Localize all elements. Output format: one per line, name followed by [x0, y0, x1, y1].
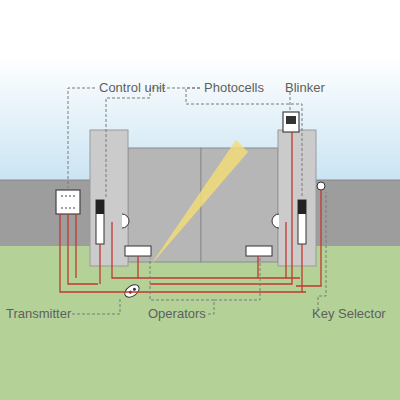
blinker-body — [283, 112, 299, 132]
hinge-arm — [122, 214, 129, 228]
photocell-body — [96, 200, 104, 244]
wire — [68, 214, 98, 284]
leader-line — [186, 88, 302, 198]
transmitter — [123, 282, 142, 299]
transmitter-button — [132, 287, 136, 291]
leader-line — [72, 298, 120, 314]
wire — [112, 222, 150, 278]
blinker-lamp — [286, 116, 296, 124]
leader-line — [214, 258, 260, 300]
gate-leaf — [201, 148, 278, 262]
wiring — [60, 132, 321, 292]
callout-label: Control unit — [99, 80, 165, 96]
leader-line — [106, 88, 200, 198]
operator — [246, 246, 272, 256]
wire — [150, 132, 292, 284]
photocell-beam — [150, 140, 248, 266]
wire — [301, 244, 302, 292]
wire — [75, 214, 76, 278]
callout-label: Transmitter — [6, 306, 71, 322]
wire — [285, 222, 286, 278]
control-detail — [61, 196, 75, 197]
leader-line — [68, 88, 95, 188]
photocell — [96, 200, 104, 244]
callout-label: Operators — [148, 306, 206, 322]
transmitter-body — [123, 282, 142, 299]
key-selector — [317, 182, 325, 190]
hinge-arm — [272, 214, 279, 228]
gate — [128, 148, 278, 262]
wire — [296, 190, 321, 286]
wire — [99, 244, 100, 284]
photocell-lens — [96, 200, 104, 214]
callout-label: Photocells — [204, 80, 264, 96]
leader-line — [150, 258, 214, 314]
wire — [137, 256, 138, 278]
wire — [257, 256, 258, 278]
control-box — [56, 190, 80, 214]
photocell-body — [298, 200, 306, 244]
blinker — [283, 112, 299, 132]
operator — [125, 246, 151, 256]
photocell — [298, 200, 306, 244]
photocell-lens — [298, 200, 306, 214]
callout-label: Blinker — [285, 80, 325, 96]
pillar — [278, 130, 316, 266]
pillar — [90, 130, 128, 266]
control-detail — [61, 208, 75, 209]
wire — [60, 214, 306, 292]
leader-lines — [68, 88, 326, 314]
control-unit — [56, 190, 80, 214]
callout-label: Key Selector — [312, 306, 386, 322]
leader-line — [318, 192, 326, 310]
wire — [150, 277, 300, 278]
